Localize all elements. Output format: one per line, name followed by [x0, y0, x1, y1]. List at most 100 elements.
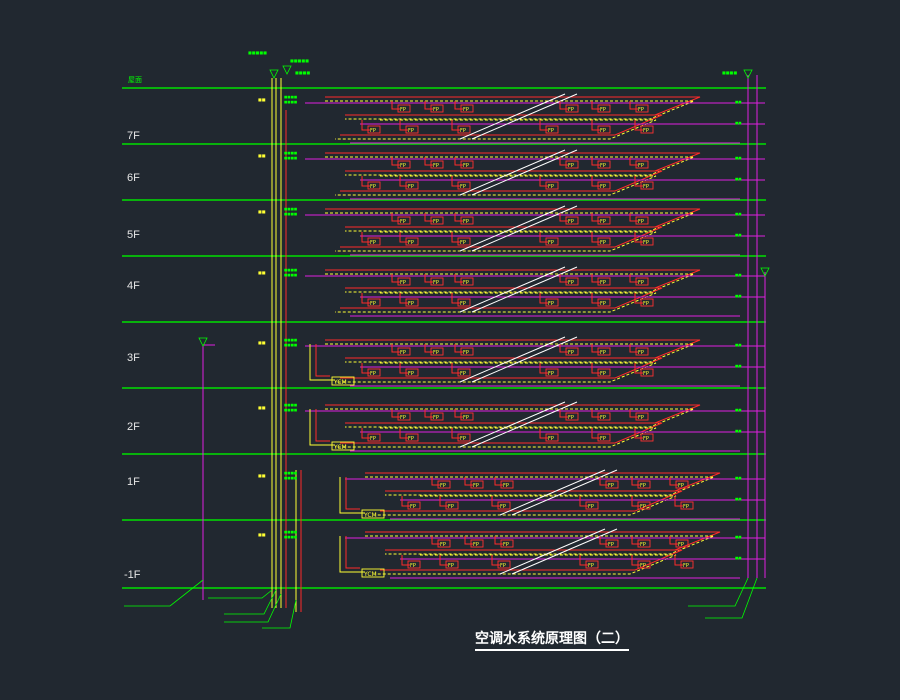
fan-coil-unit [497, 501, 511, 510]
fan-coil-unit-label: FP [638, 350, 644, 356]
vent-cap [760, 267, 770, 277]
unit-branch [674, 555, 683, 566]
fan-coil-unit-label: FP [473, 542, 479, 548]
unit-branch [454, 101, 463, 110]
return-pipe-loop [335, 362, 657, 383]
unit-branch [539, 120, 548, 131]
floor-label-1f: 1F [127, 476, 140, 488]
unit-branch [454, 213, 463, 222]
elevation-tag: ■■ [258, 532, 266, 537]
fan-coil-unit [457, 298, 471, 307]
unit-branch [491, 555, 500, 566]
fan-coil-unit [640, 433, 654, 442]
fan-coil-unit-label: FP [683, 504, 689, 510]
unit-branch [391, 409, 400, 418]
fan-coil-unit [397, 347, 411, 356]
unit-branch [591, 363, 600, 374]
fan-coil-unit-label: FP [408, 240, 414, 246]
fan-coil-unit [565, 412, 579, 421]
fan-coil-unit-label: FP [433, 350, 439, 356]
fan-coil-unit-label: FP [548, 184, 554, 190]
unit-branch [424, 157, 433, 166]
unit-branch [591, 293, 600, 304]
fan-coil-unit [460, 160, 474, 169]
fan-coil-unit [407, 501, 421, 510]
leader-line [705, 577, 758, 619]
fan-coil-unit [545, 368, 559, 377]
unit-branch [491, 496, 500, 507]
unit-branch [399, 176, 408, 187]
fan-coil-unit-label: FP [683, 563, 689, 569]
fan-coil-unit [430, 104, 444, 113]
fan-coil-unit [565, 104, 579, 113]
fan-coil-unit-label: FP [460, 184, 466, 190]
fan-coil-unit [585, 501, 599, 510]
fan-coil-unit [635, 347, 649, 356]
unit-branch [451, 232, 460, 243]
fan-coil-unit [367, 298, 381, 307]
unit-branch [391, 213, 400, 222]
fan-coil-unit [597, 347, 611, 356]
riser-tag: ■■■■■ [248, 50, 267, 55]
fan-coil-unit [470, 539, 484, 548]
unit-branch [454, 409, 463, 418]
pipe-size-tag: ■■ [735, 294, 742, 298]
unit-branch [431, 536, 440, 545]
vent-cap [743, 69, 753, 79]
return-pipe-loop [375, 495, 677, 516]
supply-pipe-loop [380, 490, 683, 512]
fan-coil-unit-label: FP [600, 163, 606, 169]
roof-label: 屋面 [128, 76, 142, 84]
fan-coil-unit [405, 237, 419, 246]
unit-branch [629, 101, 638, 110]
pipe-size-tag: ■■ [735, 535, 742, 539]
fan-coil-unit [597, 298, 611, 307]
pipe-size-tag: ■■ [735, 156, 742, 160]
unit-branch [464, 536, 473, 545]
unit-branch [539, 363, 548, 374]
leader-line [224, 589, 277, 615]
fan-coil-unit [640, 125, 654, 134]
unit-branch [631, 477, 640, 486]
fan-coil-unit [437, 480, 451, 489]
fan-coil-unit-label: FP [600, 184, 606, 190]
fan-coil-unit-label: FP [370, 240, 376, 246]
fan-coil-unit-label: FP [463, 415, 469, 421]
fan-coil-unit-label: FP [433, 107, 439, 113]
riser-tag: ■■■■ [284, 338, 297, 342]
fan-coil-unit [367, 181, 381, 190]
fan-coil-unit [405, 181, 419, 190]
fan-coil-unit-label: FP [638, 219, 644, 225]
riser-tag: ■■■■■ [290, 58, 309, 63]
fan-coil-unit [680, 501, 694, 510]
fan-coil-unit-label: FP [400, 107, 406, 113]
return-pipe-loop [325, 408, 695, 428]
fan-coil-unit [457, 368, 471, 377]
unit-branch [634, 293, 643, 304]
pipe-size-tag: ■■ [735, 343, 742, 347]
fan-coil-unit-label: FP [503, 483, 509, 489]
fan-coil-unit [397, 412, 411, 421]
unit-branch [361, 120, 370, 131]
leader-line [124, 579, 204, 607]
fan-coil-unit [640, 368, 654, 377]
unit-branch [631, 496, 640, 507]
unit-branch [391, 344, 400, 353]
fan-coil-unit [367, 125, 381, 134]
fan-coil-unit-label: FP [640, 504, 646, 510]
isometric-crossing [459, 401, 566, 448]
unit-branch [591, 344, 600, 353]
floor-label-5f: 5F [127, 229, 140, 241]
fan-coil-unit [635, 216, 649, 225]
return-pipe-loop [335, 175, 657, 196]
unit-branch [634, 176, 643, 187]
supply-pipe-loop [340, 357, 663, 379]
air-handling-unit [331, 441, 355, 451]
unit-branch [629, 274, 638, 283]
fan-coil-unit-label: FP [370, 128, 376, 134]
unit-branch [674, 496, 683, 507]
ahu-feed [345, 477, 360, 510]
fan-coil-unit-label: FP [568, 219, 574, 225]
fan-coil-unit-label: FP [568, 163, 574, 169]
fan-coil-unit-label: FP [600, 350, 606, 356]
